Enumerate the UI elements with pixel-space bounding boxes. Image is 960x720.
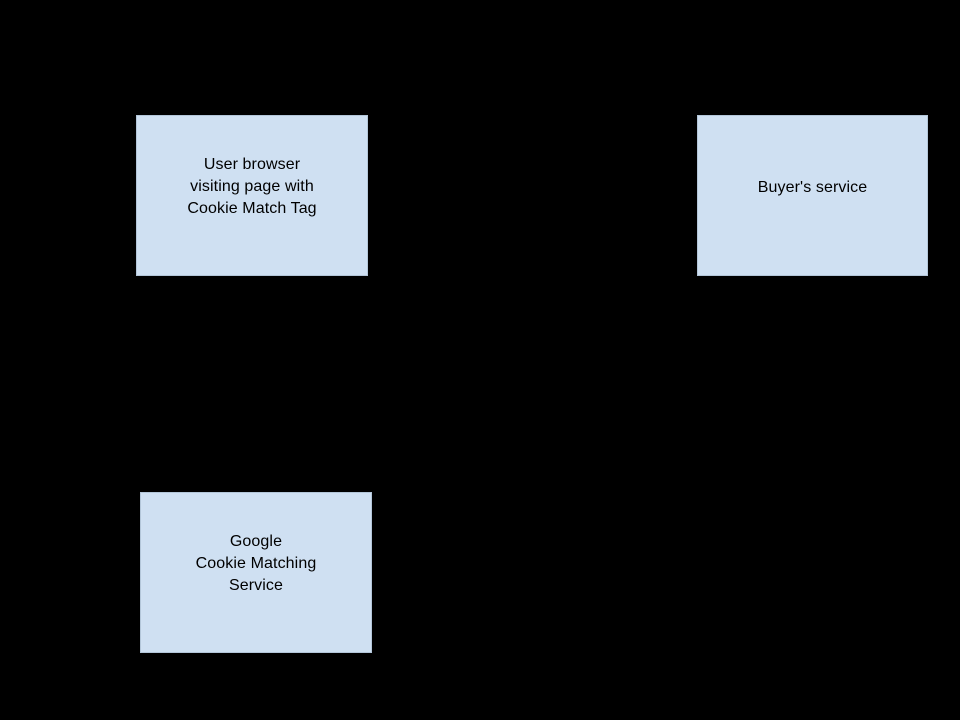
diagram-node-user-browser[interactable]: User browser visiting page with Cookie M… <box>136 115 368 276</box>
diagram-node-buyers-service[interactable]: Buyer's service <box>697 115 928 276</box>
diagram-node-user-browser-label: User browser visiting page with Cookie M… <box>187 155 317 217</box>
diagram-node-google-cookie-matching-label: Google Cookie Matching Service <box>195 532 317 594</box>
diagram-node-buyers-service-label: Buyer's service <box>757 178 868 196</box>
diagram-node-google-cookie-matching[interactable]: Google Cookie Matching Service <box>140 492 372 653</box>
